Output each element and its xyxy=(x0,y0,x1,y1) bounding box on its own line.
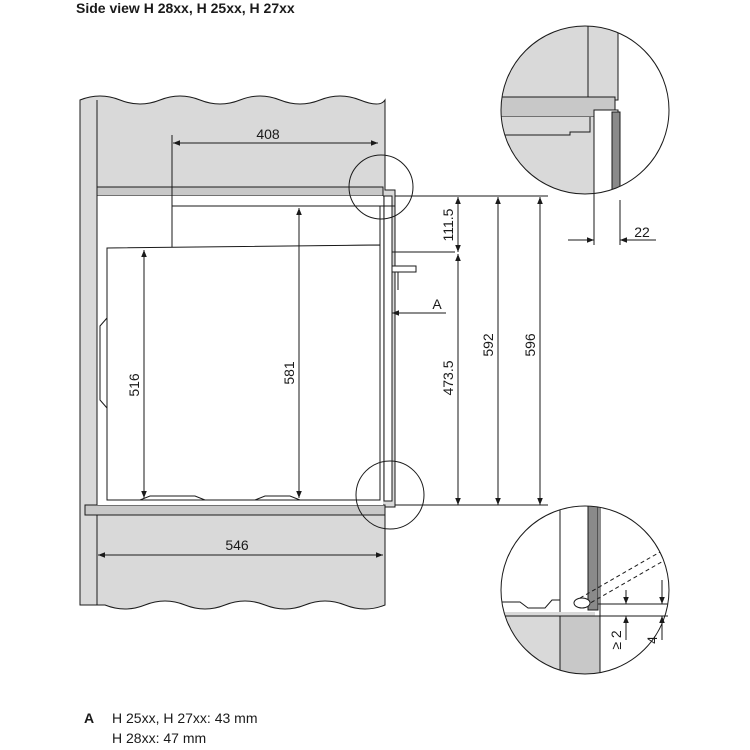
appliance-back-bump xyxy=(99,317,108,409)
detail-bottom: ≥ 2 4 xyxy=(500,505,670,675)
note-row-2: H 28xx: 47 mm xyxy=(84,728,258,748)
appliance xyxy=(99,195,455,502)
appliance-feet xyxy=(139,495,301,501)
diagram-title: Side view H 28xx, H 25xx, H 27xx xyxy=(76,0,295,16)
dim-516: 516 xyxy=(126,373,142,397)
note-key: A xyxy=(84,710,95,726)
notes: A H 25xx, H 27xx: 43 mm H 28xx: 47 mm xyxy=(84,708,258,748)
dim-546: 546 xyxy=(225,537,249,553)
detail-circle-bottom-marker xyxy=(355,460,425,530)
appliance-body xyxy=(106,244,381,501)
upper-shelf xyxy=(96,186,384,197)
dim-4: 4 xyxy=(644,636,660,644)
dimension-lines xyxy=(98,135,548,558)
dim-592: 592 xyxy=(480,333,496,357)
dim-22: 22 xyxy=(634,224,650,240)
detail-circle-top-marker xyxy=(348,154,414,220)
note-line-2: H 28xx: 47 mm xyxy=(112,730,207,746)
dim-473-5: 473.5 xyxy=(440,360,456,395)
dim-408: 408 xyxy=(256,126,280,142)
marker-a-label: A xyxy=(432,296,442,312)
dim-ge2: ≥ 2 xyxy=(608,630,624,650)
detail-top: 22 xyxy=(500,25,670,245)
note-line-1: H 25xx, H 27xx: 43 mm xyxy=(112,710,258,726)
dim-596: 596 xyxy=(522,333,538,357)
door-handle xyxy=(391,265,417,273)
appliance-top-housing xyxy=(171,205,381,249)
note-key-spacer xyxy=(84,728,112,748)
appliance-door xyxy=(383,195,393,502)
note-row-1: A H 25xx, H 27xx: 43 mm xyxy=(84,708,258,728)
lower-shelf xyxy=(84,504,386,516)
dim-111-5: 111.5 xyxy=(440,208,456,241)
dim-581: 581 xyxy=(281,361,297,385)
